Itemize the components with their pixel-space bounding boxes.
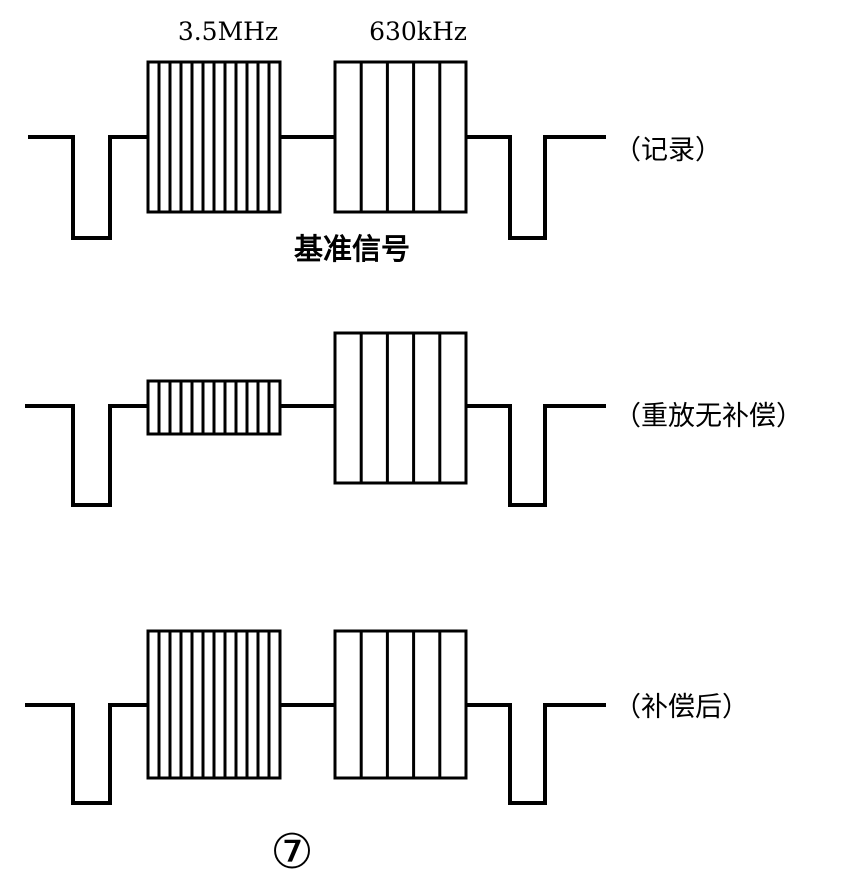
waveform-line (28, 135, 606, 240)
burst-chroma (333, 629, 468, 780)
burst-luma (146, 379, 282, 436)
burst-frame (333, 629, 468, 780)
burst-chroma (333, 60, 468, 214)
burst-luma (146, 60, 282, 214)
burst-chroma (333, 331, 468, 485)
waveform-line (25, 703, 606, 805)
waveform-line (25, 404, 606, 507)
waveform-label: （重放无补偿） (614, 401, 803, 432)
burst-frame (333, 331, 468, 485)
reference-signal-label: 基准信号 (294, 232, 410, 266)
freq-label-luma: 3.5MHz (178, 17, 278, 46)
burst-frame (333, 60, 468, 214)
waveform-record: （记录） (28, 60, 722, 240)
freq-label-chroma: 630kHz (369, 17, 467, 46)
waveform-playback-uncompensated: （重放无补偿） (25, 331, 803, 507)
waveform-compensated: （补偿后） (25, 629, 749, 805)
waveform-label: （记录） (614, 135, 722, 166)
burst-luma (146, 629, 282, 780)
waveform-label: （补偿后） (614, 692, 749, 723)
figure-number: ⑦ (270, 824, 313, 880)
